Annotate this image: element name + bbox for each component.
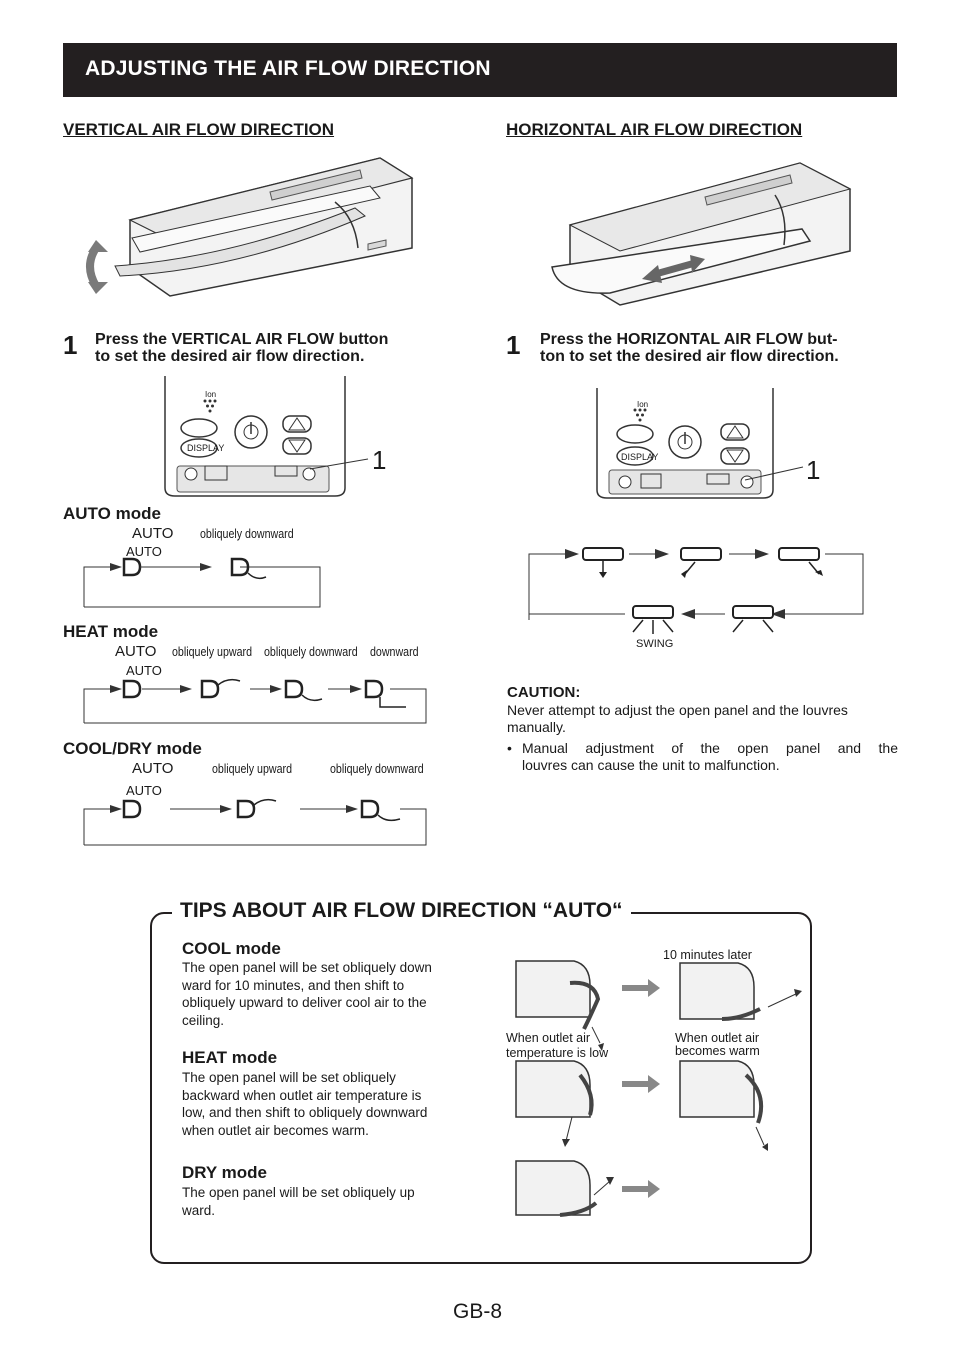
auto-mode-label-auto: AUTO [132, 525, 174, 542]
caution-line-1: Never attempt to adjust the open panel a… [507, 702, 848, 718]
cooldry-mode-title: COOL/DRY mode [63, 739, 202, 758]
horizontal-step-line-1: Press the HORIZONTAL AIR FLOW but- [540, 331, 838, 348]
ac-unit-vertical-illustration [86, 157, 414, 297]
vertical-step-number: 1 [63, 330, 78, 360]
heat-mode-title: HEAT mode [63, 622, 159, 641]
remote-control-horizontal: Ion DISPLAY [596, 388, 777, 508]
heat-mode-label-downward: downward [370, 644, 419, 659]
cooldry-mode-label-downward: obliquely downward [330, 761, 424, 776]
heat-mode-label-auto: AUTO [115, 643, 157, 660]
low-temp-caption-2: temperature is low [506, 1046, 609, 1060]
cooldry-mode-label-auto: AUTO [132, 760, 174, 777]
tips-cool-line: ceiling. [182, 1012, 225, 1028]
warm-caption-1: When outlet air [675, 1031, 760, 1045]
horizontal-cycle-diagram [528, 547, 864, 634]
horizontal-callout-number: 1 [806, 455, 821, 485]
tips-heat-line: when outlet air becomes warm. [182, 1122, 369, 1138]
caution-bullet-line-1: Manual adjustment of the open panel and … [522, 740, 898, 756]
caution-bullet-mark: • [507, 740, 512, 756]
remote-display-label-h: DISPLAY [621, 452, 659, 462]
caution-line-2: manually. [507, 719, 566, 735]
caution-bullet-line-2: louvres can cause the unit to malfunctio… [522, 757, 780, 773]
horizontal-section-heading: HORIZONTAL AIR FLOW DIRECTION [506, 120, 803, 139]
low-temp-caption-1: When outlet air [506, 1031, 591, 1045]
page-header-bar: ADJUSTING THE AIR FLOW DIRECTION [63, 43, 897, 97]
tips-dry-line: ward. [182, 1202, 216, 1218]
cooldry-mode-label-upward: obliquely upward [212, 761, 293, 776]
heat-mode-cycle-diagram [83, 678, 427, 724]
tips-heat-title: HEAT mode [182, 1048, 278, 1067]
vertical-callout-line [309, 458, 369, 470]
tips-dry-text: The open panel will be set obliquely up … [182, 1184, 465, 1219]
warm-caption-2: becomes warm [675, 1044, 760, 1058]
tips-dry-line: The open panel will be set obliquely up [182, 1185, 415, 1200]
tips-heat-line: low, and then shift to obliquely downwar… [182, 1105, 428, 1120]
auto-mode-title: AUTO mode [63, 504, 161, 523]
tips-dry-title: DRY mode [182, 1163, 268, 1182]
vertical-callout-number: 1 [372, 445, 387, 475]
ten-minutes-later-label: 10 minutes later [663, 948, 752, 962]
tips-airflow-illustrations [515, 960, 802, 1217]
ac-unit-horizontal-illustration [551, 162, 852, 306]
tips-heat-line: The open panel will be set obliquely [182, 1070, 396, 1085]
remote-ion-label: Ion [205, 390, 217, 399]
vertical-step-line-2: to set the desired air flow direction. [95, 348, 365, 365]
tips-cool-text: The open panel will be set obliquely dow… [182, 959, 465, 1029]
horizontal-callout-line [744, 466, 804, 481]
page-title: ADJUSTING THE AIR FLOW DIRECTION [85, 57, 491, 80]
page-number: GB-8 [453, 1300, 503, 1323]
heat-mode-label-upward: obliquely upward [172, 644, 253, 659]
tips-cool-line: ward for 10 minutes, and then shift to [182, 977, 405, 993]
tips-cool-title: COOL mode [182, 939, 281, 958]
remote-ion-label-h: Ion [637, 400, 649, 409]
heat-mode-label-obl-downward: obliquely downward [264, 644, 358, 659]
tips-cool-line: obliquely upward to deliver cool air to … [182, 995, 427, 1010]
tips-heat-line: backward when outlet air temperature is [182, 1087, 422, 1103]
tips-heat-text: The open panel will be set obliquely bac… [182, 1069, 465, 1139]
heat-mode-icon-label: AUTO [126, 663, 162, 678]
tips-cool-line: The open panel will be set obliquely dow… [182, 960, 432, 975]
tips-title: TIPS ABOUT AIR FLOW DIRECTION “AUTO“ [172, 899, 631, 923]
vertical-step-line-1: Press the VERTICAL AIR FLOW button [95, 331, 389, 348]
cooldry-mode-cycle-diagram [83, 798, 427, 846]
auto-mode-icon-label: AUTO [126, 544, 162, 559]
auto-mode-cycle-diagram [83, 557, 321, 608]
horizontal-step-number: 1 [506, 330, 521, 360]
cooldry-mode-icon-label: AUTO [126, 783, 162, 798]
horizontal-step-line-2: ton to set the desired air flow directio… [540, 348, 839, 365]
swing-label: SWING [636, 638, 674, 650]
remote-control-vertical: Ion DISPLAY [164, 376, 346, 497]
remote-display-label: DISPLAY [187, 443, 225, 453]
auto-mode-label-downward: obliquely downward [200, 526, 294, 541]
caution-title: CAUTION: [507, 684, 581, 701]
vertical-section-heading: VERTICAL AIR FLOW DIRECTION [63, 120, 335, 139]
